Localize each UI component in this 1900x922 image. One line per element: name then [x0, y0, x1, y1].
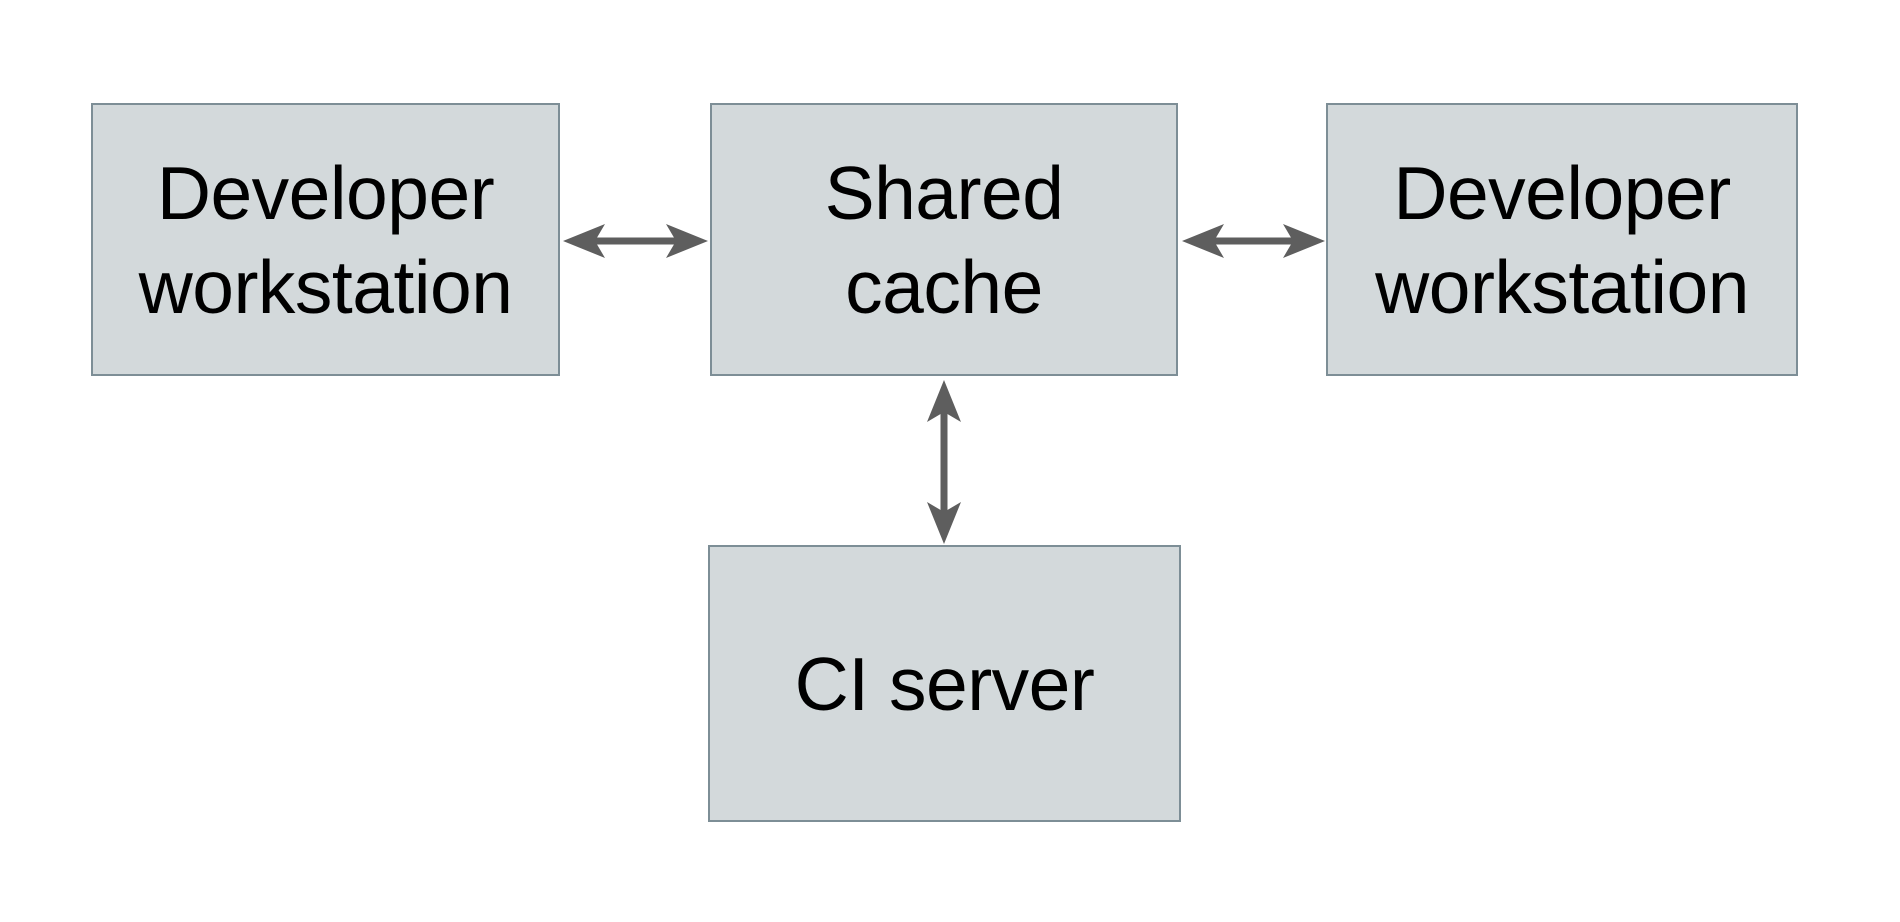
node-label: CI server [794, 641, 1095, 726]
node-label: cache [845, 244, 1043, 329]
node-label: Developer [156, 150, 495, 235]
arrow-shared-cache-dev-right [1182, 224, 1325, 258]
arrow-dev-left-shared-cache [563, 224, 708, 258]
node-label: workstation [138, 244, 513, 329]
node-label: Developer [1393, 150, 1731, 235]
node-ci-server: CI server [708, 545, 1181, 822]
node-shared-cache: Shared cache [710, 103, 1178, 376]
arrow-shared-cache-ci-server [927, 380, 961, 544]
node-developer-workstation-left: Developer workstation [91, 103, 560, 376]
node-label: Shared [824, 150, 1064, 235]
node-label: workstation [1375, 244, 1749, 329]
node-developer-workstation-right: Developer workstation [1326, 103, 1798, 376]
